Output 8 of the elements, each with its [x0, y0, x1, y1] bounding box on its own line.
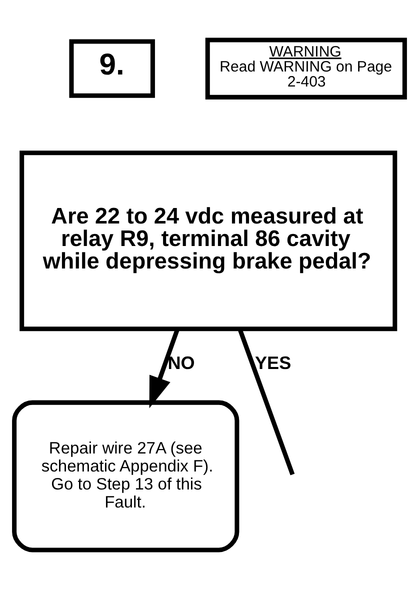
arrow: [149, 328, 180, 408]
node-box: Repair wire 27A (see schematic Appendix F). Go to Step 13 of this Fault.: [12, 400, 240, 552]
node-box: Are 22 to 24 vdc measured at relay R9, terminal 86 cavity while depressing brake pedal?: [20, 150, 398, 332]
connector: [238, 328, 295, 476]
edge-label: NO: [168, 352, 195, 373]
node-box: WARNING Read WARNING on Page 2-403: [205, 38, 407, 100]
node-box: 9.: [69, 39, 155, 98]
edge-label: YES: [255, 352, 292, 373]
